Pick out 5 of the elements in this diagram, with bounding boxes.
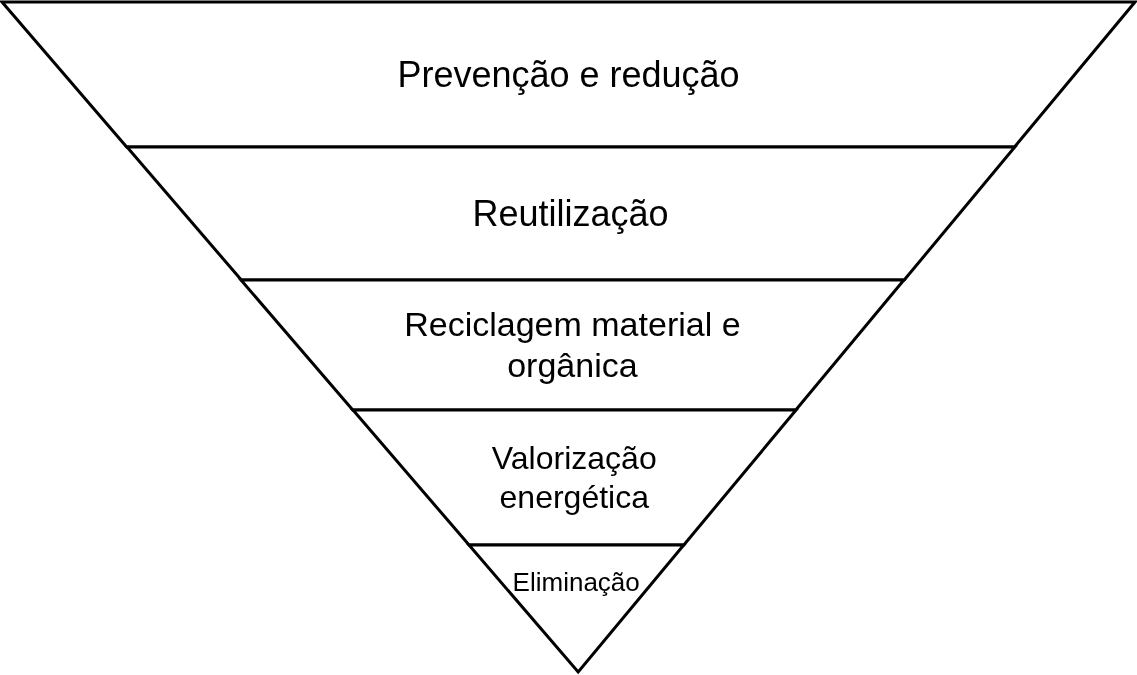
band-label: Reciclagem material e orgânica <box>403 304 742 386</box>
band-label: Eliminação <box>512 567 640 599</box>
band-label: Prevenção e redução <box>397 52 740 97</box>
band-label: Reutilização <box>472 191 669 236</box>
band-label: Valorização energética <box>490 439 658 516</box>
